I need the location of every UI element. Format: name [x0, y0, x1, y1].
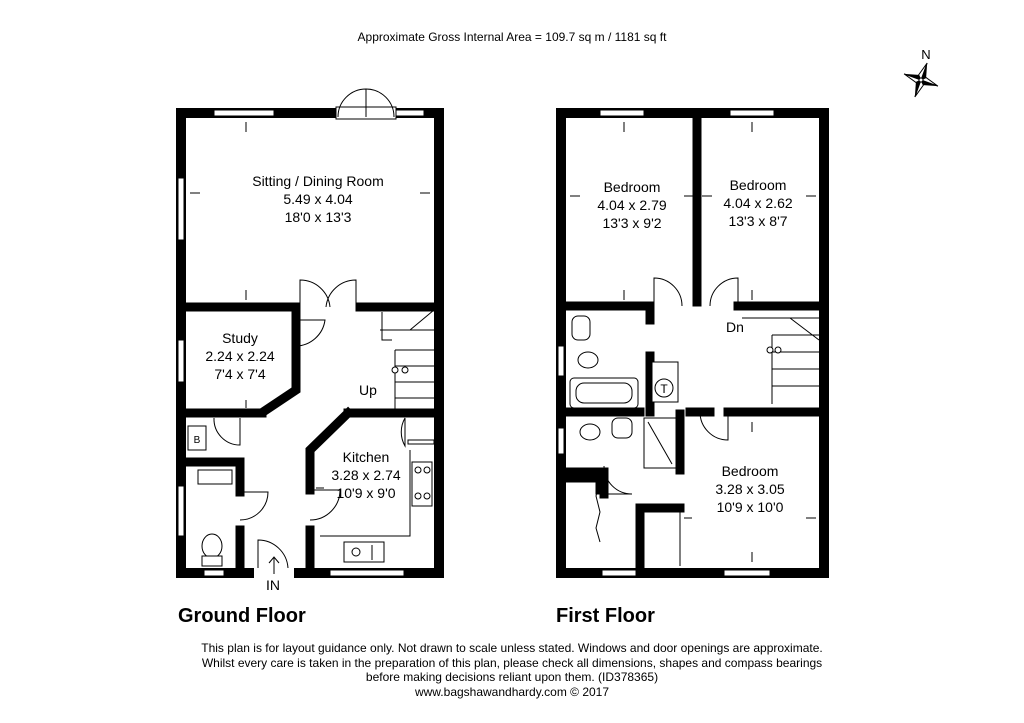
ff-ensuite-window	[557, 427, 565, 455]
ff-tank-label: T	[660, 382, 668, 396]
gf-kitchen-door-2	[400, 417, 406, 448]
gf-kitchen-south-window	[329, 569, 405, 577]
gf-hall-door-left	[299, 279, 331, 308]
first-floor-title: First Floor	[556, 605, 655, 627]
gf-study-window	[177, 339, 185, 383]
gf-study-metric: 2.24 x 2.24	[205, 348, 274, 364]
gf-hall-door-right	[325, 279, 357, 308]
ff-bedroom2-imperial: 13'3 x 8'7	[728, 213, 787, 229]
ff-bedroom3-metric: 3.28 x 3.05	[715, 481, 784, 497]
ff-bedroom3-window	[723, 569, 771, 577]
ff-bath-inner	[575, 382, 633, 404]
gf-staircase	[380, 309, 435, 410]
ff-bathroom-basin	[571, 315, 591, 341]
gf-sitting-metric: 5.49 x 4.04	[283, 191, 352, 207]
ff-bedroom3-name: Bedroom	[722, 463, 779, 479]
ff-east-wall	[819, 108, 829, 578]
ff-west-wall	[556, 108, 566, 578]
ff-ensuite-basin	[611, 417, 633, 439]
gf-kitchen-metric: 3.28 x 2.74	[331, 467, 400, 483]
gf-french-door-left	[337, 88, 367, 118]
ff-dimension-ticks	[570, 122, 816, 562]
disclaimer: This plan is for layout guidance only. N…	[0, 641, 1024, 699]
ff-bedroom2-window	[729, 109, 775, 117]
gf-kitchen-west-wall	[305, 406, 355, 495]
gf-entrance-arrow-icon	[268, 556, 280, 574]
gf-stairs-up-label: Up	[359, 382, 377, 398]
gf-kitchen-sink	[343, 541, 385, 563]
gf-north-window-2	[395, 109, 425, 117]
ff-south-window-1	[601, 569, 637, 577]
gf-sitting-window	[213, 109, 275, 117]
ff-bedroom1-metric: 4.04 x 2.79	[597, 197, 666, 213]
ff-south-wall	[556, 568, 829, 578]
gross-internal-area-text: Approximate Gross Internal Area = 109.7 …	[357, 30, 667, 44]
ff-staircase	[742, 317, 820, 404]
gf-study-door	[295, 319, 326, 347]
gf-kitchen-shelf	[407, 439, 435, 445]
gf-kitchen-worktop	[320, 450, 411, 537]
ff-bedroom1-name: Bedroom	[604, 179, 661, 195]
gf-wc-window	[177, 485, 185, 537]
gf-wc-cistern	[201, 555, 223, 567]
gf-study-east-wall	[259, 305, 301, 417]
disclaimer-line-2: Whilst every care is taken in the prepar…	[201, 655, 823, 670]
gf-north-wall	[176, 108, 444, 118]
ff-bathroom-toilet	[577, 351, 599, 369]
ff-bedroom1-imperial: 13'3 x 9'2	[602, 215, 661, 231]
gf-kitchen-imperial: 10'9 x 9'0	[336, 485, 395, 501]
gf-sitting-imperial: 18'0 x 13'3	[285, 209, 352, 225]
gf-wc-basin	[197, 469, 233, 485]
ff-stairs-down-label: Dn	[726, 319, 744, 335]
gf-study-imperial: 7'4 x 7'4	[214, 366, 265, 382]
compass-north-label: N	[921, 47, 930, 62]
ff-tank-icon	[654, 378, 674, 398]
gf-study-name: Study	[222, 330, 258, 346]
ff-bedroom3-door	[699, 411, 729, 441]
gf-wc-south-window	[203, 569, 225, 577]
gf-sitting-west-window	[177, 177, 185, 241]
ground-floor-title: Ground Floor	[178, 605, 306, 627]
ff-bedroom3-imperial: 10'9 x 10'0	[717, 499, 784, 515]
gf-wc-toilet	[201, 533, 223, 559]
gf-entrance-label: IN	[266, 577, 280, 593]
gf-east-wall	[434, 108, 444, 578]
ff-ensuite-door	[603, 465, 633, 495]
compass-rose-icon	[903, 62, 939, 98]
compass: N	[903, 47, 939, 98]
ground-floor-plan: B Up	[176, 88, 444, 627]
gf-kitchen-name: Kitchen	[343, 449, 390, 465]
ff-bedroom2-door	[709, 277, 739, 307]
gf-cupboard-door	[213, 417, 241, 446]
disclaimer-line-3: before making decisions reliant upon the…	[365, 670, 659, 684]
first-floor-plan: T Dn	[556, 108, 829, 627]
ff-bedroom1-window	[599, 109, 645, 117]
gf-front-door	[257, 539, 289, 569]
ff-bathroom-window	[557, 345, 565, 377]
gf-boiler-label: B	[194, 435, 201, 446]
gf-dimension-ticks	[190, 122, 430, 489]
gf-kitchen-door	[309, 489, 341, 521]
gf-french-door-right	[365, 88, 395, 118]
website-copyright: www.bagshawandhardy.com © 2017	[414, 684, 610, 699]
ff-bedroom2-metric: 4.04 x 2.62	[723, 195, 792, 211]
ff-bedroom1-door	[653, 277, 683, 307]
gf-sitting-name: Sitting / Dining Room	[252, 173, 384, 189]
ff-bedroom2-name: Bedroom	[730, 177, 787, 193]
gf-wc-door	[239, 491, 269, 521]
ff-ensuite-toilet	[579, 423, 601, 441]
disclaimer-line-1: This plan is for layout guidance only. N…	[201, 641, 823, 655]
gf-boiler-cupboard	[187, 425, 207, 451]
